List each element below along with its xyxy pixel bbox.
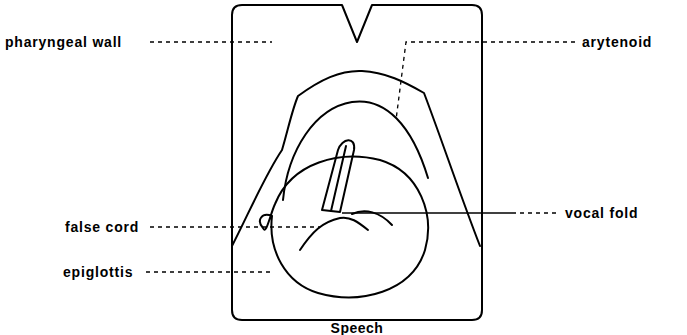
epiglottis-ring	[260, 157, 428, 298]
vocal-fold-shape	[322, 140, 354, 212]
part-label: epiglottis	[63, 263, 133, 281]
part-label: vocal fold	[565, 204, 638, 222]
part-label: pharyngeal wall	[5, 33, 122, 51]
leader-line	[512, 212, 558, 213]
figure-caption: Speech	[331, 319, 384, 335]
vocal-fold-line	[331, 146, 346, 211]
view-frame	[232, 5, 482, 320]
leader-line	[146, 271, 272, 272]
part-label: false cord	[65, 218, 139, 236]
leader-line	[396, 42, 575, 120]
leader-line	[342, 212, 512, 213]
leader-line	[150, 226, 320, 227]
false-cord-curve	[300, 218, 368, 250]
arytenoid-outline	[283, 101, 428, 200]
leader-line	[150, 41, 272, 42]
part-label: arytenoid	[582, 33, 652, 51]
